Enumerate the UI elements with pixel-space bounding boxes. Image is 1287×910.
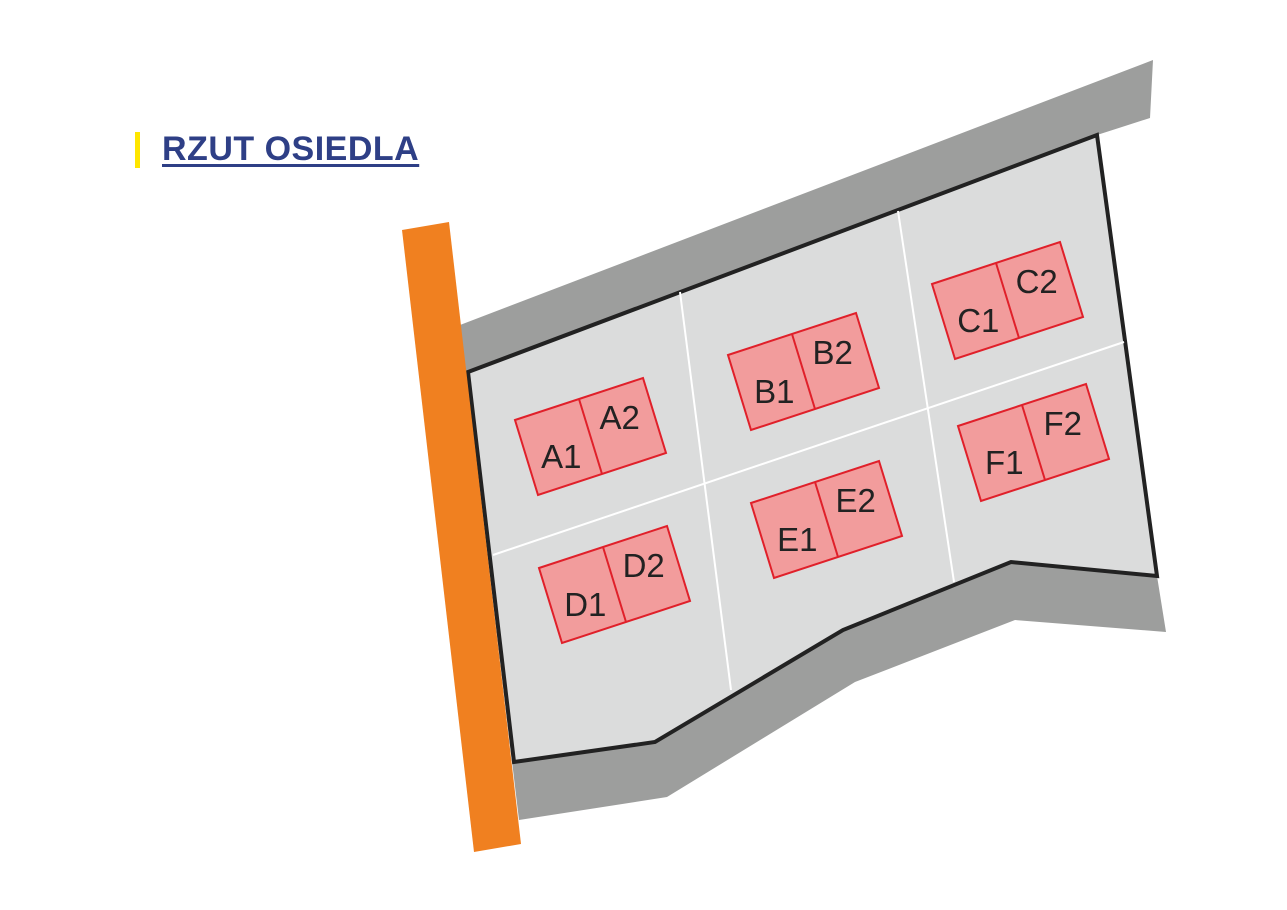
divider-horizontal [492,341,1125,556]
unit-label-a2: A2 [600,399,640,436]
unit-divider [814,481,839,558]
unit-divider [791,333,816,410]
building-e[interactable]: E1 E2 [749,459,904,580]
unit-label-b1: B1 [754,373,794,410]
unit-label-d2: D2 [623,547,665,584]
unit-divider [602,546,627,623]
unit-label-e1: E1 [777,521,817,558]
outer-ground [460,60,1166,820]
unit-divider [1021,404,1046,481]
unit-label-b2: B2 [813,334,853,371]
unit-label-f1: F1 [985,444,1024,481]
building-c[interactable]: C1 C2 [930,240,1085,361]
unit-divider [995,262,1020,339]
unit-label-c2: C2 [1016,263,1058,300]
unit-label-c1: C1 [957,302,999,339]
building-a[interactable]: A1 A2 [513,376,668,497]
title-block: RZUT OSIEDLA [135,130,419,169]
unit-label-f2: F2 [1043,405,1082,442]
unit-divider [578,398,603,475]
plot-dividers [492,210,1125,691]
road [402,222,521,852]
building-d[interactable]: D1 D2 [537,524,692,645]
unit-label-a1: A1 [541,438,581,475]
divider-vertical-2 [897,210,955,583]
divider-vertical-1 [679,291,732,691]
building-f[interactable]: F1 F2 [956,382,1111,503]
unit-label-d1: D1 [564,586,606,623]
title-accent-bar [135,131,140,168]
building-b[interactable]: B1 B2 [726,311,881,432]
page-title: RZUT OSIEDLA [162,130,420,168]
unit-label-e2: E2 [836,482,876,519]
